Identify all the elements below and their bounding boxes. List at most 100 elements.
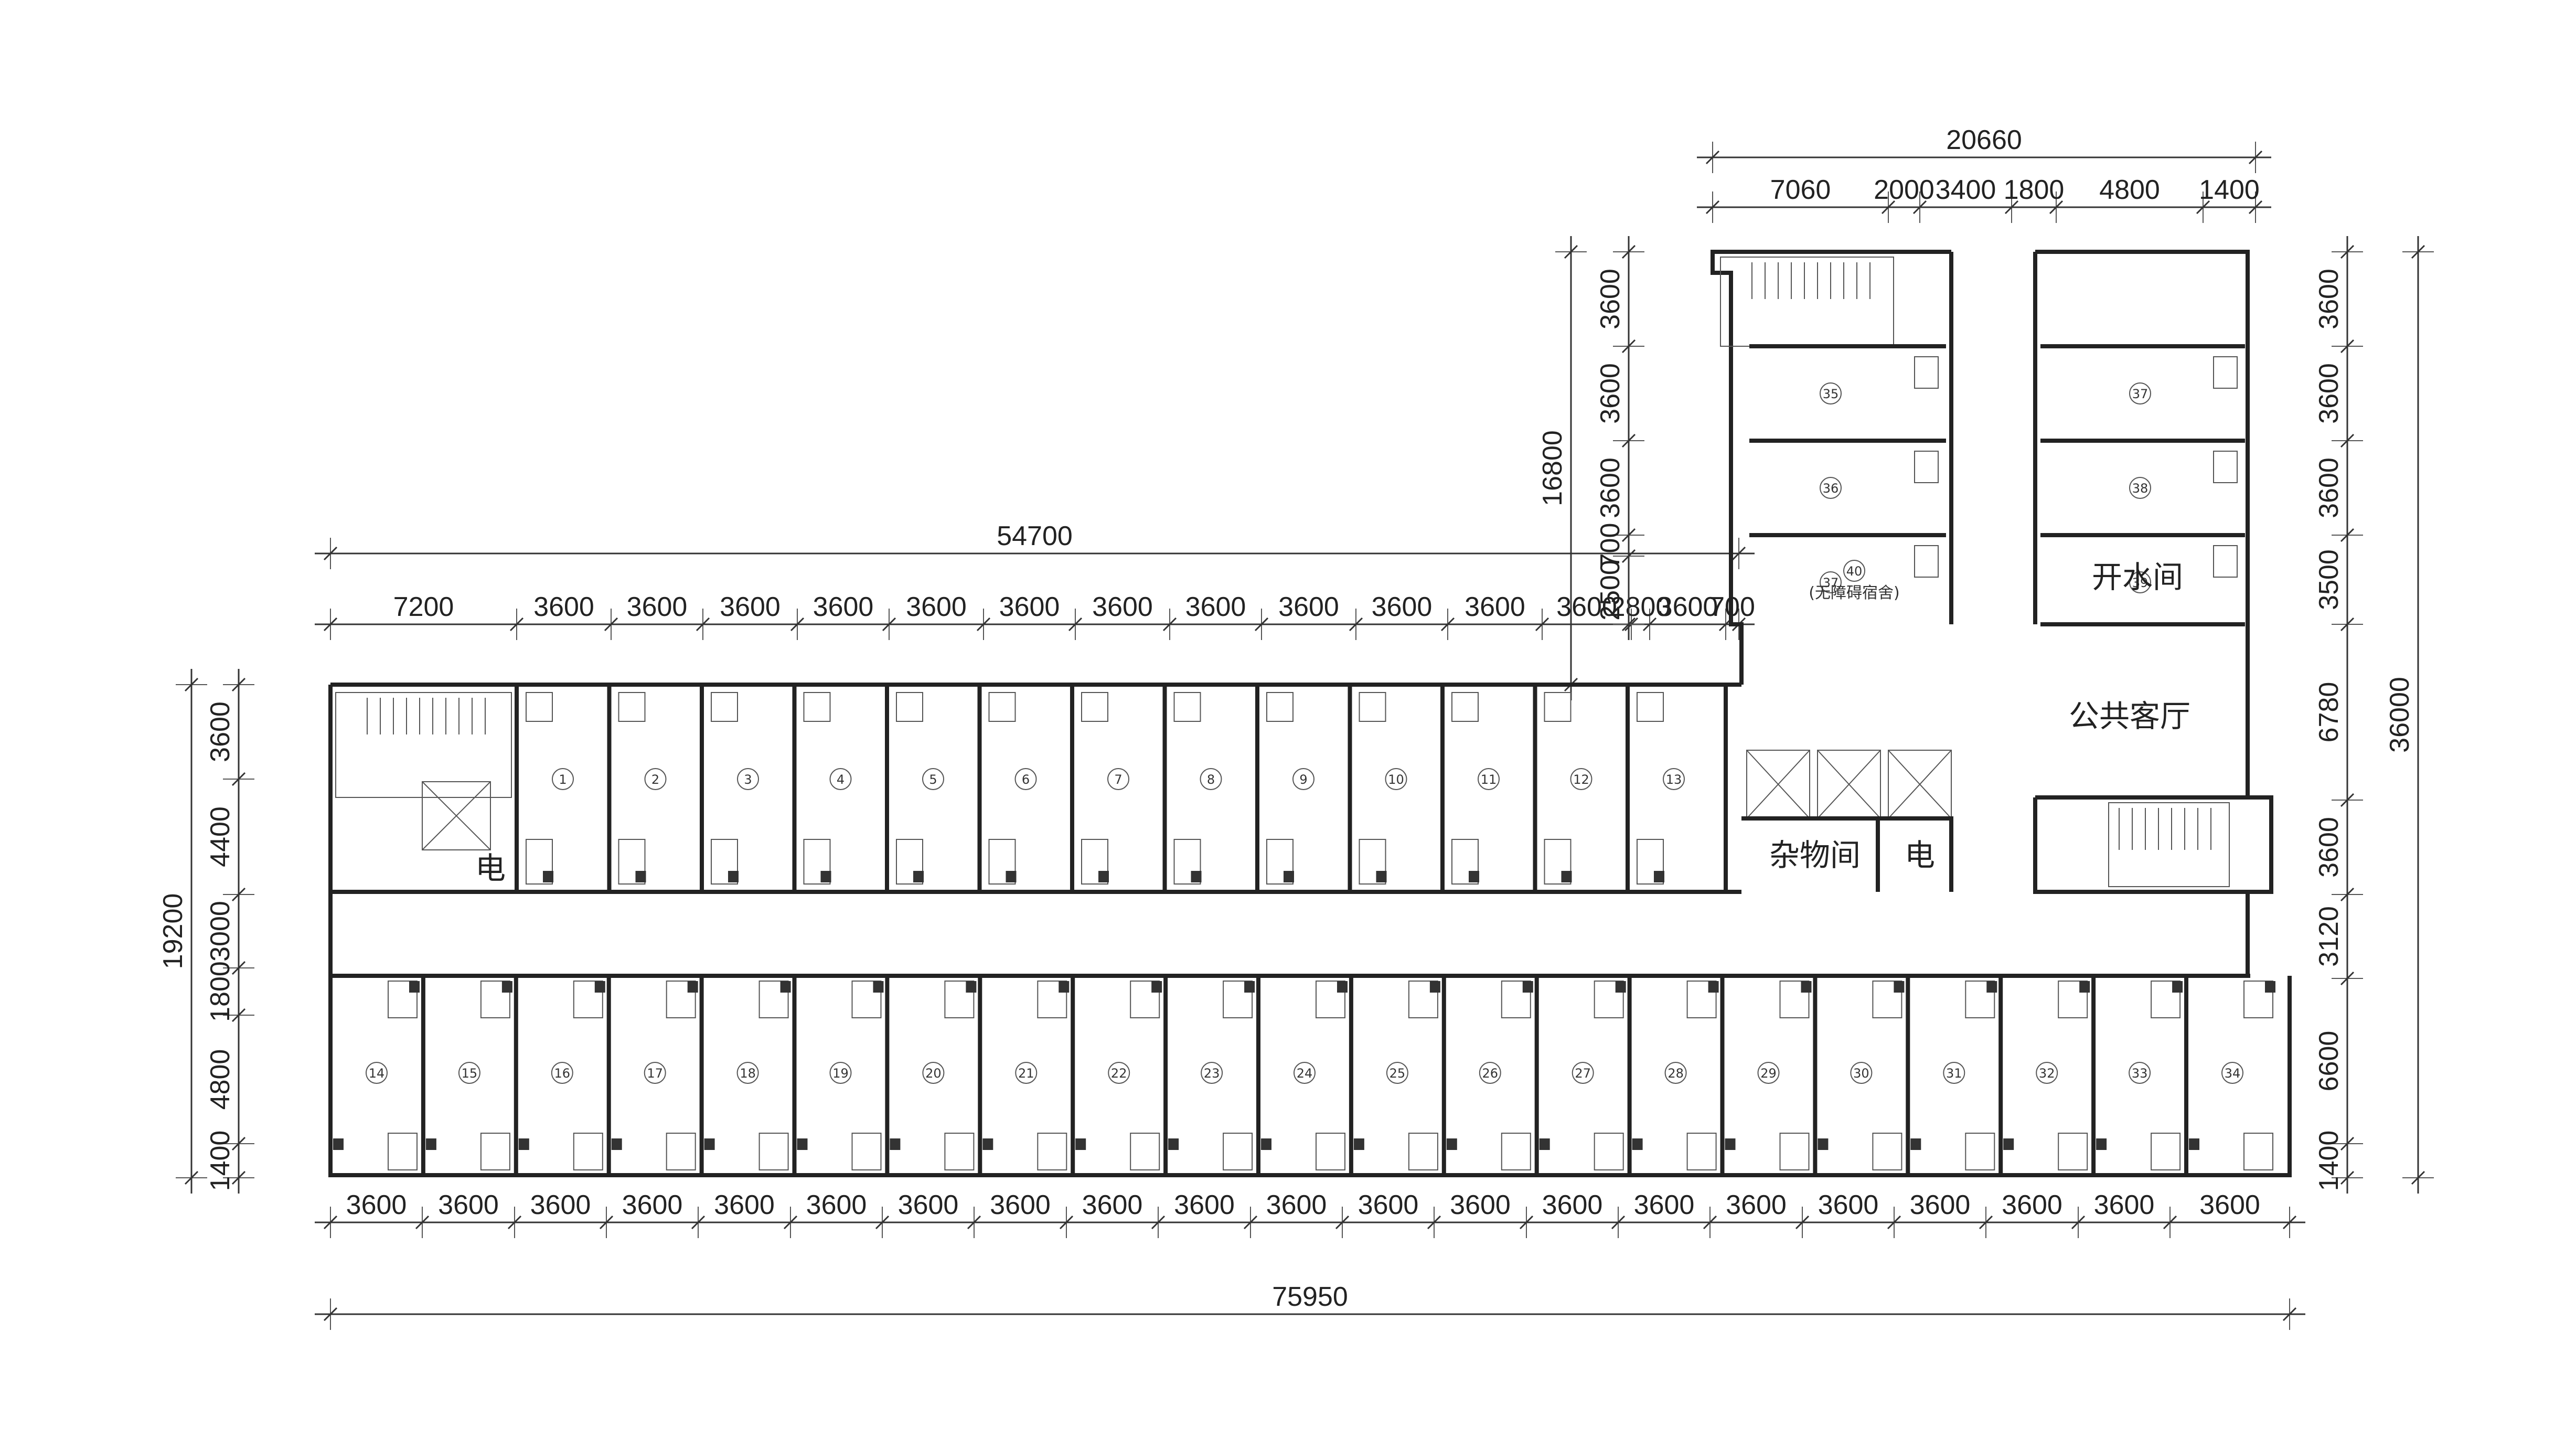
- dim-text: 3600: [999, 592, 1060, 622]
- room-number: 4: [837, 772, 845, 787]
- dim-tick: [1059, 1215, 1074, 1230]
- room-number-circle: [1386, 1062, 1408, 1084]
- bathroom-fixture: [988, 839, 1016, 885]
- bathroom-fixture: [944, 981, 975, 1018]
- dim-tick: [1795, 1215, 1810, 1230]
- bathroom-fixture: [1081, 692, 1108, 722]
- dim-tick: [976, 617, 991, 632]
- dim-text: 3600: [1595, 363, 1626, 424]
- storage-wall: [1741, 816, 1953, 892]
- electric-room-label: 电: [1905, 837, 1935, 873]
- room-number-circle: [1664, 1062, 1687, 1084]
- bathroom-fixture: [758, 981, 789, 1018]
- dim-text: 4400: [205, 806, 236, 867]
- column-mark: [635, 871, 646, 882]
- dim-text: 1800: [205, 961, 236, 1022]
- dim-text: 700: [1595, 523, 1626, 569]
- room-number: 24: [1297, 1066, 1313, 1081]
- dim-tick: [1564, 244, 1578, 259]
- shaft-cross: [1888, 750, 1952, 819]
- column-mark: [1191, 871, 1202, 882]
- room-number: 34: [2225, 1066, 2241, 1081]
- dim-tick: [2071, 1215, 2086, 1230]
- room-number-circle: [1385, 768, 1407, 790]
- column-mark: [1801, 981, 1812, 993]
- dim-tick: [2049, 200, 2064, 215]
- dim-tick: [231, 887, 246, 902]
- room-number: 30: [1853, 1066, 1869, 1081]
- room-number: 19: [832, 1066, 849, 1081]
- bathroom-fixture: [1637, 692, 1664, 722]
- dim-tick: [323, 1307, 338, 1322]
- column-mark: [780, 981, 791, 993]
- bathroom-fixture: [1130, 1133, 1160, 1170]
- column-mark: [728, 871, 739, 882]
- column-mark: [820, 871, 831, 882]
- column-mark: [982, 1138, 993, 1150]
- dim-text: 3600: [627, 592, 688, 622]
- column-mark: [1098, 871, 1109, 882]
- dim-text: 3600: [1092, 592, 1153, 622]
- label-layer: 开水间公共客厅杂物间电电: [475, 559, 2190, 886]
- column-mark: [1151, 981, 1162, 993]
- dim-text: 3600: [1465, 592, 1525, 622]
- room-number: 33: [2132, 1066, 2148, 1081]
- bathroom-fixture: [1081, 839, 1108, 885]
- column-mark: [2079, 981, 2090, 993]
- dim-text: 3600: [1818, 1190, 1879, 1220]
- dim-text: 3600: [806, 1190, 867, 1220]
- dim-tick: [2340, 793, 2355, 807]
- bathroom-fixture: [666, 981, 696, 1018]
- dim-tick: [2282, 1307, 2297, 1322]
- room-number-circle: [1292, 768, 1314, 790]
- dim-text: 3600: [438, 1190, 499, 1220]
- bathroom-fixture: [944, 1133, 975, 1170]
- dim-text: 3600: [1595, 457, 1626, 518]
- room-number: 9: [1299, 772, 1307, 787]
- dim-text: 3600: [2314, 363, 2344, 424]
- dim-tick: [1621, 433, 1636, 448]
- dim-text: 7200: [393, 592, 454, 622]
- room-number: 21: [1018, 1066, 1034, 1081]
- room-number-circle: [1820, 571, 1842, 593]
- dim-text: 3600: [622, 1190, 683, 1220]
- dim-tick: [2340, 244, 2355, 259]
- room-number: 37: [1823, 576, 1839, 590]
- column-mark: [1261, 1138, 1271, 1150]
- bathroom-fixture: [2243, 981, 2273, 1018]
- bathroom-fixture: [526, 692, 553, 722]
- annex-left-wall: [1711, 250, 1951, 685]
- room-number-circle: [1201, 1062, 1223, 1084]
- room-number-circle: [922, 768, 944, 790]
- column-mark: [1353, 1138, 1364, 1150]
- bathroom-fixture: [1266, 839, 1294, 885]
- bathroom-fixture: [1316, 1133, 1345, 1170]
- bathroom-fixture: [1451, 839, 1479, 885]
- dim-tick: [415, 1215, 430, 1230]
- dim-text: 2500: [1595, 560, 1626, 621]
- bathroom-fixture: [1872, 981, 1902, 1018]
- dim-text: 3600: [1174, 1190, 1235, 1220]
- dim-tick: [2411, 1170, 2425, 1185]
- dim-text: 3600: [2314, 269, 2344, 329]
- column-mark: [1894, 981, 1905, 993]
- column-mark: [687, 981, 698, 993]
- room-number: 22: [1111, 1066, 1127, 1081]
- dim-text: 3120: [2314, 906, 2344, 967]
- bathroom-fixture: [2213, 356, 2238, 389]
- room-number: 23: [1204, 1066, 1220, 1081]
- dim-text: 2000: [1874, 175, 1934, 205]
- public-lounge-label: 公共客厅: [2069, 698, 2190, 734]
- bathroom-fixture: [2213, 545, 2238, 578]
- left-stair-icon: [335, 692, 512, 798]
- dim-tick: [1642, 617, 1657, 632]
- dim-tick: [1349, 617, 1363, 632]
- room-number: 15: [462, 1066, 478, 1081]
- dim-text: 3600: [1278, 592, 1339, 622]
- dim-tick: [1731, 546, 1746, 561]
- room-number-circle: [551, 1062, 573, 1084]
- bathroom-fixture: [1872, 1133, 1902, 1170]
- column-mark: [797, 1138, 808, 1150]
- bathroom-fixture: [851, 1133, 882, 1170]
